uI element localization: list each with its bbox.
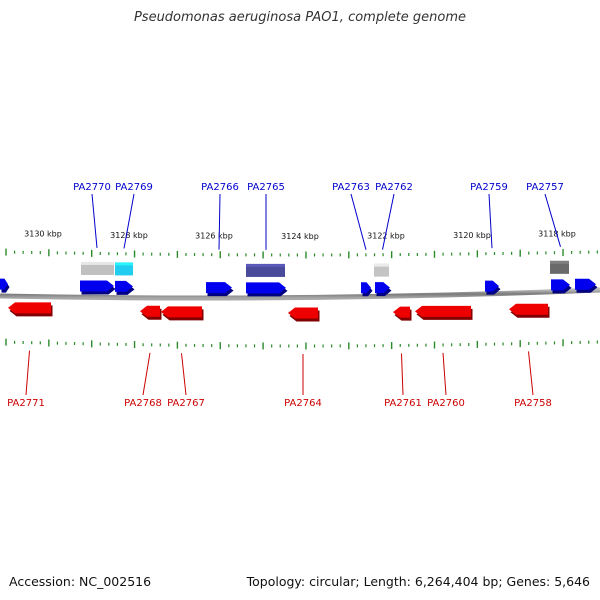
kbp-label: 3128 kbp	[110, 231, 148, 240]
gene-label: PA2759	[470, 182, 508, 193]
gene-body	[393, 306, 410, 318]
forward-gene-arrow	[551, 279, 572, 294]
kbp-label: 3130 kbp	[24, 230, 62, 239]
gene-label: PA2763	[332, 182, 370, 193]
gene-label: PA2761	[384, 398, 422, 409]
forward-gene-arrow	[361, 282, 373, 297]
gene-label: PA2766	[201, 182, 239, 193]
reverse-gene-arrow	[509, 303, 550, 318]
gene-label: PA2760	[427, 398, 465, 409]
forward-gene-arrow	[0, 278, 10, 293]
forward-gene-arrow	[206, 282, 234, 297]
genome-backbone	[0, 287, 600, 301]
feature-block-highlight	[246, 263, 285, 267]
map-title: Pseudomonas aeruginosa PAO1, complete ge…	[133, 10, 467, 25]
gene-body	[0, 278, 8, 290]
tick-row-bottom	[5, 338, 598, 350]
gene-label: PA2758	[514, 398, 552, 409]
feature-block-highlight	[374, 263, 389, 267]
kbp-label: 3122 kbp	[367, 232, 405, 241]
reverse-gene-arrow	[8, 302, 53, 317]
feature-block	[374, 263, 389, 277]
forward-gene-arrow	[485, 280, 501, 295]
gene-body	[161, 306, 202, 318]
forward-strand-genes	[0, 278, 598, 297]
gene-body	[375, 282, 390, 294]
label-leader-line	[382, 193, 395, 250]
reverse-gene-arrow	[140, 305, 162, 320]
gene-body	[361, 282, 371, 294]
gene-body	[246, 282, 286, 294]
feature-block	[246, 263, 285, 277]
gene-label: PA2765	[247, 182, 285, 193]
gene-body	[509, 303, 548, 315]
label-leader-line	[401, 353, 404, 396]
label-leader-line	[181, 353, 187, 396]
feature-block	[115, 262, 133, 276]
label-leader-line	[218, 193, 221, 250]
genome-summary-text: Topology: circular; Length: 6,264,404 bp…	[246, 574, 590, 589]
forward-gene-arrow	[80, 280, 116, 295]
feature-block-highlight	[115, 262, 133, 266]
gene-body	[8, 302, 51, 314]
feature-block	[550, 260, 569, 274]
forward-gene-arrow	[575, 278, 598, 293]
gene-body	[80, 280, 114, 292]
kbp-scale: 3130 kbp 3128 kbp 3126 kbp 3124 kbp 3122 kbp…	[24, 230, 576, 241]
forward-gene-arrow	[115, 280, 135, 295]
reverse-gene-arrow	[161, 306, 204, 321]
kbp-label: 3120 kbp	[453, 231, 491, 240]
label-leader-line	[442, 352, 447, 396]
gene-body	[551, 279, 570, 291]
gene-body	[485, 280, 499, 292]
forward-gene-arrow	[246, 282, 288, 297]
gene-body	[206, 282, 232, 294]
feature-block	[81, 261, 114, 275]
gene-label: PA2770	[73, 182, 111, 193]
forward-gene-arrow	[375, 282, 392, 297]
gene-label: PA2767	[167, 398, 205, 409]
feature-blocks	[81, 260, 569, 277]
feature-block-highlight	[81, 261, 114, 265]
label-leader-line	[142, 352, 151, 396]
label-leader-line	[488, 193, 493, 249]
tick-row-top	[5, 248, 598, 259]
feature-block-highlight	[550, 260, 569, 264]
reverse-gene-arrow	[415, 305, 473, 320]
label-leader-line	[123, 193, 135, 249]
gene-body	[140, 305, 160, 317]
gene-body	[415, 305, 471, 317]
label-leader-line	[25, 350, 30, 396]
label-leader-line	[350, 193, 367, 250]
label-leader-line	[91, 193, 98, 248]
label-leader-line	[528, 351, 534, 396]
gene-label: PA2771	[7, 398, 45, 409]
gene-body	[115, 280, 133, 292]
label-leader-line	[544, 193, 561, 247]
gene-label: PA2757	[526, 182, 564, 193]
gene-body	[575, 278, 596, 290]
reverse-gene-arrow	[288, 307, 320, 322]
reverse-strand-genes	[8, 302, 550, 322]
gene-label: PA2768	[124, 398, 162, 409]
gene-label: PA2762	[375, 182, 413, 193]
kbp-label: 3126 kbp	[195, 232, 233, 241]
reverse-gene-arrow	[393, 306, 412, 321]
gene-label: PA2764	[284, 398, 322, 409]
kbp-label: 3124 kbp	[281, 232, 319, 241]
gene-body	[288, 307, 318, 319]
gene-label: PA2769	[115, 182, 153, 193]
accession-text: Accession: NC_002516	[9, 574, 152, 589]
